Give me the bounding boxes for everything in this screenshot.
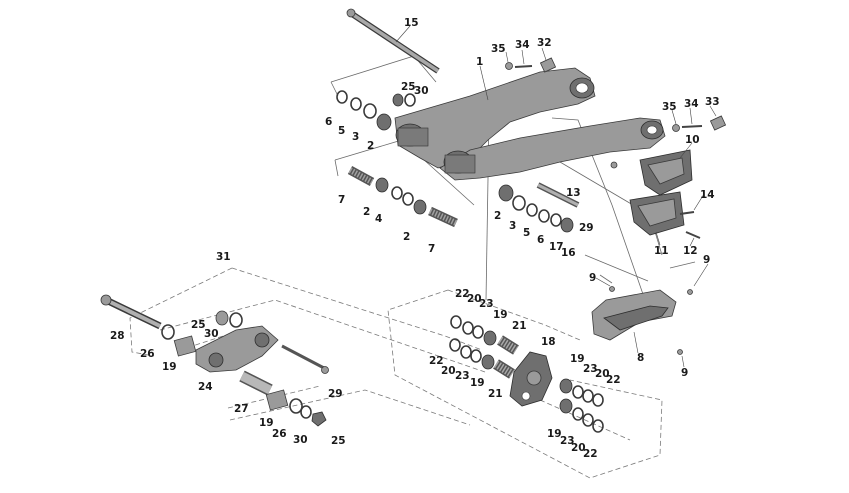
callout-4: 4: [375, 213, 382, 225]
callout-8: 8: [637, 352, 644, 364]
callout-9: 9: [589, 272, 596, 284]
callout-19: 19: [470, 377, 485, 389]
callout-3: 3: [352, 131, 359, 143]
chain-adjuster-hardware-part: [505, 57, 727, 132]
callout-33: 33: [705, 96, 720, 108]
callout-27: 27: [234, 403, 249, 415]
callout-20: 20: [571, 442, 586, 454]
callout-28: 28: [110, 330, 125, 342]
callout-25: 25: [191, 319, 206, 331]
callout-24: 24: [198, 381, 213, 393]
callout-6: 6: [325, 116, 332, 128]
callout-35: 35: [662, 101, 677, 113]
shock-linkage-part: [449, 315, 604, 433]
callout-21: 21: [512, 320, 527, 332]
callout-19: 19: [570, 353, 585, 365]
callout-30: 30: [204, 328, 219, 340]
callout-14: 14: [700, 189, 715, 201]
callout-7: 7: [428, 243, 435, 255]
callout-29: 29: [328, 388, 343, 400]
callout-20: 20: [467, 293, 482, 305]
callout-20: 20: [441, 365, 456, 377]
callout-2: 2: [367, 140, 374, 152]
upper-left-bushings-part: [336, 90, 416, 131]
callout-9: 9: [703, 254, 710, 266]
callout-labels: 15 35 34 32 1 25 30 6 5 3 2 35 34 33 10 …: [110, 17, 720, 460]
callout-26: 26: [140, 348, 155, 360]
callout-23: 23: [455, 370, 470, 382]
callout-2: 2: [363, 206, 370, 218]
callout-25: 25: [401, 81, 416, 93]
callout-12: 12: [683, 245, 698, 257]
callout-20: 20: [595, 368, 610, 380]
callout-23: 23: [583, 363, 598, 375]
callout-6: 6: [537, 234, 544, 246]
callout-25: 25: [331, 435, 346, 447]
callout-29: 29: [579, 222, 594, 234]
parts: [100, 8, 727, 433]
callout-2: 2: [403, 231, 410, 243]
callout-2: 2: [494, 210, 501, 222]
callout-13: 13: [566, 187, 581, 199]
callout-22: 22: [455, 288, 470, 300]
callout-22: 22: [583, 448, 598, 460]
callout-10: 10: [685, 134, 700, 146]
chain-slider-part: [591, 286, 693, 355]
callout-22: 22: [429, 355, 444, 367]
linkage-sleeve-part: [239, 370, 327, 427]
callout-31: 31: [216, 251, 231, 263]
callout-5: 5: [338, 125, 345, 137]
callout-18: 18: [541, 336, 556, 348]
callout-23: 23: [479, 298, 494, 310]
callout-22: 22: [606, 374, 621, 386]
callout-21: 21: [488, 388, 503, 400]
callout-15: 15: [404, 17, 419, 29]
callout-19: 19: [162, 361, 177, 373]
linkage-rocker-part: [100, 294, 329, 374]
callout-9: 9: [681, 367, 688, 379]
callout-5: 5: [523, 227, 530, 239]
callout-35: 35: [491, 43, 506, 55]
callout-32: 32: [537, 37, 552, 49]
group-outlines: [129, 55, 696, 479]
callout-11: 11: [654, 245, 669, 257]
callout-30: 30: [414, 85, 429, 97]
callout-16: 16: [561, 247, 576, 259]
callout-19: 19: [493, 309, 508, 321]
callout-3: 3: [509, 220, 516, 232]
callout-23: 23: [560, 435, 575, 447]
right-bushings-part: [498, 182, 580, 233]
callout-19: 19: [547, 428, 562, 440]
callout-7: 7: [338, 194, 345, 206]
needle-bearings-row-part: [347, 166, 458, 228]
swingarm-pivot-axle-part: [346, 8, 440, 74]
callout-17: 17: [549, 241, 564, 253]
callout-1: 1: [476, 56, 483, 68]
callout-30: 30: [293, 434, 308, 446]
callout-34: 34: [684, 98, 699, 110]
leader-lines: [395, 25, 717, 368]
callout-34: 34: [515, 39, 530, 51]
callout-26: 26: [272, 428, 287, 440]
chain-guide-part: [610, 149, 701, 239]
swingarm-part: [394, 67, 666, 181]
callout-19: 19: [259, 417, 274, 429]
